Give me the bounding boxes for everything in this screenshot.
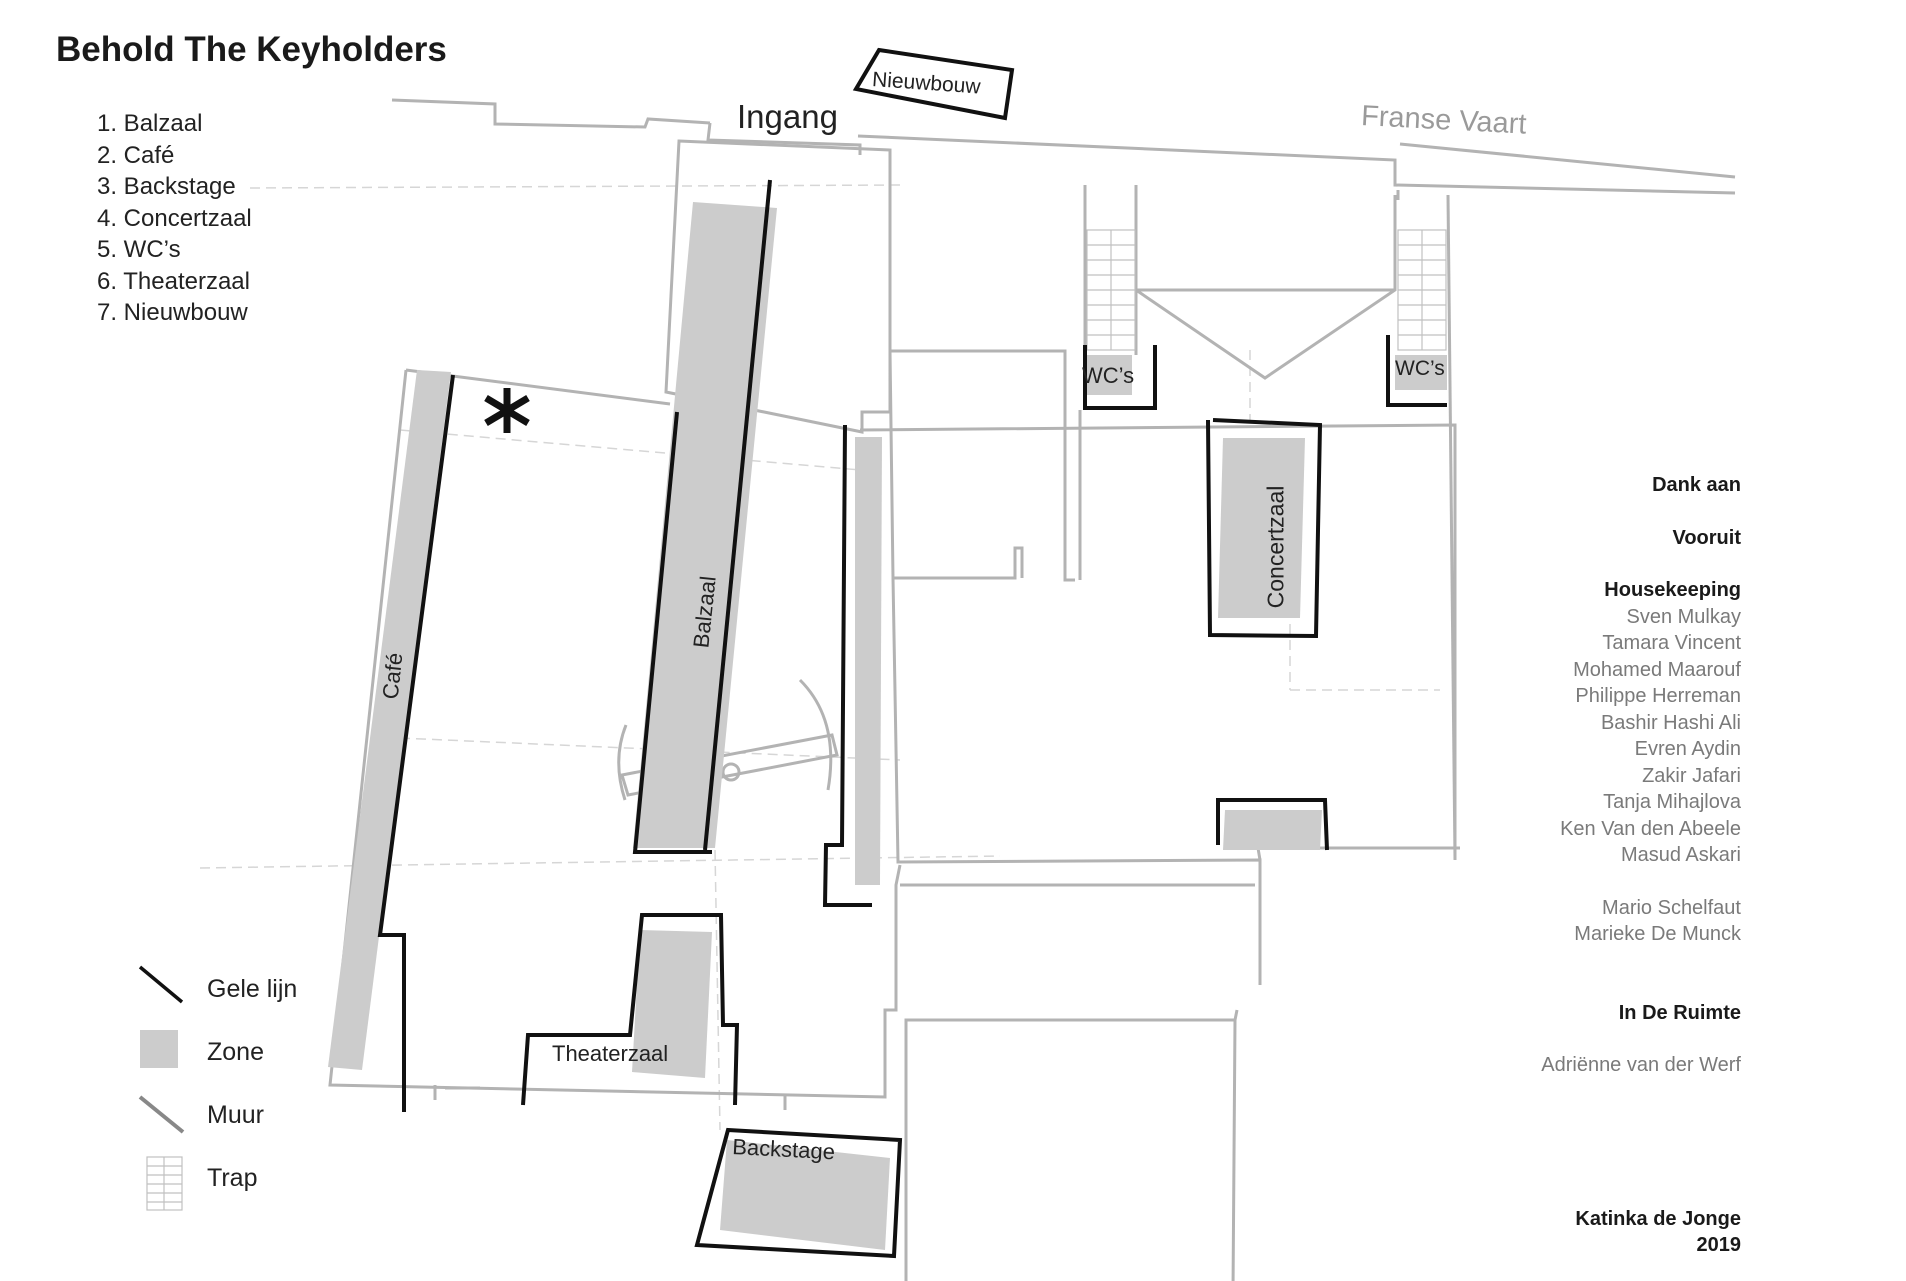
label-theaterzaal: Theaterzaal	[552, 1041, 669, 1066]
zone-theaterzaal	[632, 930, 712, 1078]
label-wc-left: WC’s	[1082, 363, 1135, 388]
legend-zone: Zone	[207, 1038, 264, 1066]
backstage-box	[694, 1127, 903, 1259]
key-item: 7. Nieuwbouw	[97, 299, 248, 326]
credit-name: Zakir Jafari	[1642, 764, 1741, 787]
legend-zone-symbol	[140, 1030, 178, 1068]
zone-concertzaal	[1218, 438, 1305, 618]
asterisk-marker	[484, 388, 530, 433]
legend-symbols	[138, 965, 185, 1211]
credits-dank-aan: Dank aan	[1652, 474, 1741, 496]
legend-muur-symbol	[138, 1095, 185, 1134]
credits-block: Dank aan Vooruit Housekeeping Sven Mulka…	[1321, 472, 1741, 1079]
legend-trap-symbol	[146, 1156, 183, 1211]
zone-balzaal	[633, 202, 777, 848]
credit-name: Bashir Hashi Ali	[1600, 711, 1741, 734]
credit-name: Sven Mulkay	[1626, 605, 1742, 628]
key-item: 4. Concertzaal	[97, 204, 252, 232]
yellow-lines	[377, 47, 1447, 1259]
author-year: 2019	[1696, 1234, 1742, 1256]
key-item: 2. Café	[97, 141, 175, 169]
label-backstage: Backstage	[731, 1134, 836, 1165]
stairs	[1086, 229, 1447, 351]
room-key-list: 1. Balzaal 2. Café 3. Backstage 4. Conce…	[97, 108, 252, 329]
key-item: 1. Balzaal	[97, 110, 203, 137]
label-concertzaal: Concertzaal	[1262, 485, 1289, 609]
zone-corridor	[855, 437, 882, 885]
label-cafe: Café	[377, 651, 408, 701]
credit-name: Tamara Vincent	[1602, 632, 1741, 654]
credit-name: Masud Askari	[1620, 844, 1741, 866]
label-wc-right: WC’s	[1395, 357, 1445, 380]
author-name: Katinka de Jonge	[1575, 1208, 1741, 1230]
key-item: 6. Theaterzaal	[97, 267, 250, 295]
credits-housekeeping: Housekeeping	[1604, 579, 1741, 601]
legend-trap: Trap	[207, 1164, 258, 1192]
credit-name: Evren Aydin	[1634, 738, 1741, 760]
key-item: 5. WC’s	[97, 236, 181, 263]
credit-name: Adriënne van der Werf	[1541, 1054, 1741, 1076]
credit-name: Ken Van den Abeele	[1560, 817, 1741, 840]
credit-name: Tanja Mihajlova	[1603, 791, 1741, 813]
credit-name: Mario Schelfaut	[1602, 896, 1741, 919]
page-title: Behold The Keyholders	[56, 30, 447, 69]
label-ingang: Ingang	[737, 98, 838, 135]
walls	[328, 98, 1736, 1281]
credits-in-de-ruimte: In De Ruimte	[1618, 1001, 1741, 1024]
nieuwbouw-box	[852, 47, 1015, 121]
zone-lower	[1223, 810, 1322, 850]
credit-name: Philippe Herreman	[1575, 685, 1741, 707]
legend-gele-lijn-symbol	[138, 965, 184, 1004]
zone-wc-right	[1395, 355, 1447, 390]
credit-name: Marieke De Munck	[1574, 923, 1741, 945]
zone-backstage	[720, 1140, 890, 1250]
author-signature: Katinka de Jonge 2019	[1321, 1206, 1741, 1258]
legend-gele-lijn: Gele lijn	[207, 975, 298, 1003]
credit-name: Mohamed Maarouf	[1573, 658, 1741, 681]
key-item: 3. Backstage	[97, 173, 236, 200]
zones	[328, 202, 1447, 1250]
zone-wc-left	[1085, 355, 1132, 395]
zone-cafe	[328, 370, 451, 1070]
legend-muur: Muur	[207, 1101, 264, 1129]
credits-vooruit: Vooruit	[1672, 526, 1741, 549]
